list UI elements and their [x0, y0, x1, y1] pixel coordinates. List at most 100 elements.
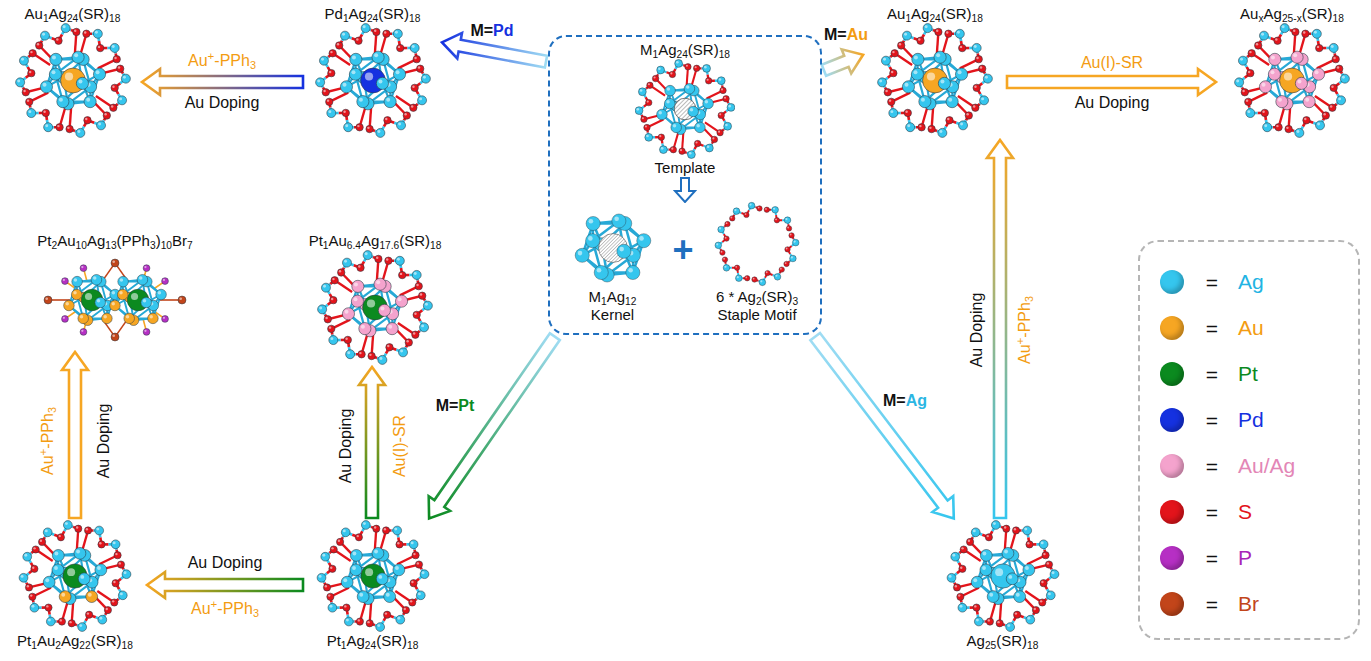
- cluster-group: [575, 214, 651, 282]
- cluster-node: Ag25(SR)18: [935, 520, 1070, 650]
- atom-shine: [658, 67, 661, 70]
- atom-shine: [766, 271, 768, 273]
- atom: [28, 50, 35, 57]
- atom: [1006, 573, 1018, 585]
- atom: [337, 269, 344, 276]
- atom: [336, 538, 343, 545]
- atom: [687, 151, 695, 159]
- atom-shine: [113, 581, 115, 583]
- atom: [973, 84, 980, 91]
- atom-shine: [1330, 105, 1332, 107]
- atom-shine: [113, 541, 116, 544]
- atom: [638, 88, 646, 96]
- formula-index: 7: [187, 240, 193, 251]
- atom: [392, 564, 404, 576]
- atom-shine: [724, 266, 726, 268]
- cluster-illustration: [316, 250, 434, 365]
- atom: [420, 570, 429, 579]
- atom-shine: [719, 227, 721, 229]
- atom-shine: [721, 88, 723, 90]
- atom-shine: [67, 127, 69, 129]
- atom-shine: [144, 266, 146, 268]
- atom: [104, 606, 111, 613]
- atom-shine: [69, 621, 71, 623]
- formula-index: 18: [1333, 13, 1344, 24]
- atom-shine: [364, 72, 372, 80]
- atom: [111, 540, 120, 549]
- atom-shine: [57, 125, 59, 127]
- atom: [80, 265, 87, 272]
- atom: [30, 603, 39, 612]
- atom: [54, 37, 61, 44]
- atom: [679, 148, 685, 154]
- atom-shine: [1262, 83, 1266, 87]
- atom: [625, 265, 639, 279]
- atom: [393, 29, 402, 38]
- atom: [979, 564, 991, 576]
- atom: [1275, 124, 1282, 131]
- formula-label: Pt1Ag24(SR)18: [327, 632, 419, 650]
- atom-shine: [88, 593, 92, 597]
- atom-shine: [21, 58, 24, 61]
- atom: [341, 576, 353, 588]
- atom-shine: [73, 291, 76, 294]
- atom: [659, 146, 667, 154]
- atom: [725, 221, 730, 226]
- atom: [328, 565, 335, 572]
- atom-shine: [588, 236, 593, 241]
- atom-shine: [899, 43, 901, 45]
- atom: [84, 527, 91, 534]
- atom-shine: [79, 624, 82, 627]
- atom-shine: [413, 332, 415, 334]
- atom-shine: [373, 526, 375, 528]
- atom-shine: [417, 66, 419, 68]
- atom-shine: [158, 291, 161, 294]
- atom-shine: [879, 79, 882, 82]
- atom-shine: [648, 83, 650, 85]
- atom-shine: [1293, 30, 1295, 32]
- atom: [405, 339, 412, 346]
- atom-shine: [325, 317, 327, 319]
- atom: [111, 333, 119, 341]
- atom-shine: [667, 87, 670, 90]
- atom: [386, 323, 398, 335]
- atom-shine: [925, 25, 928, 28]
- atom-shine: [718, 131, 720, 133]
- formula-index: 1: [343, 13, 349, 24]
- atom-shine: [973, 105, 975, 107]
- atom-shine: [356, 535, 358, 537]
- formula-index: 3: [792, 296, 798, 307]
- atom: [65, 125, 72, 132]
- atom-shine: [737, 276, 739, 278]
- atom: [664, 98, 675, 109]
- atom: [110, 84, 117, 91]
- atom-shine: [745, 213, 747, 215]
- atom-shine: [659, 135, 661, 137]
- atom-shine: [400, 349, 403, 352]
- atom: [1337, 96, 1346, 105]
- atom-shine: [985, 76, 988, 79]
- atom-shine: [354, 282, 358, 286]
- atom-shine: [380, 306, 384, 310]
- atom-shine: [939, 130, 942, 133]
- atom-shine: [329, 605, 332, 608]
- atom-shine: [45, 529, 48, 532]
- atom-shine: [332, 278, 334, 280]
- atom: [46, 617, 55, 626]
- atom-shine: [86, 528, 88, 530]
- atom: [83, 117, 90, 124]
- atom-shine: [62, 25, 65, 28]
- atom: [1263, 123, 1272, 132]
- atom: [325, 98, 332, 105]
- atom: [1039, 540, 1048, 549]
- atom: [43, 528, 52, 537]
- atom-shine: [342, 33, 345, 36]
- atom: [40, 31, 49, 40]
- atom: [938, 128, 947, 137]
- atom-shine: [45, 578, 49, 582]
- atom: [55, 124, 62, 131]
- atom: [84, 96, 96, 108]
- atom-shine: [1249, 51, 1251, 53]
- atom-shine: [413, 553, 415, 555]
- atom-shine: [30, 594, 32, 596]
